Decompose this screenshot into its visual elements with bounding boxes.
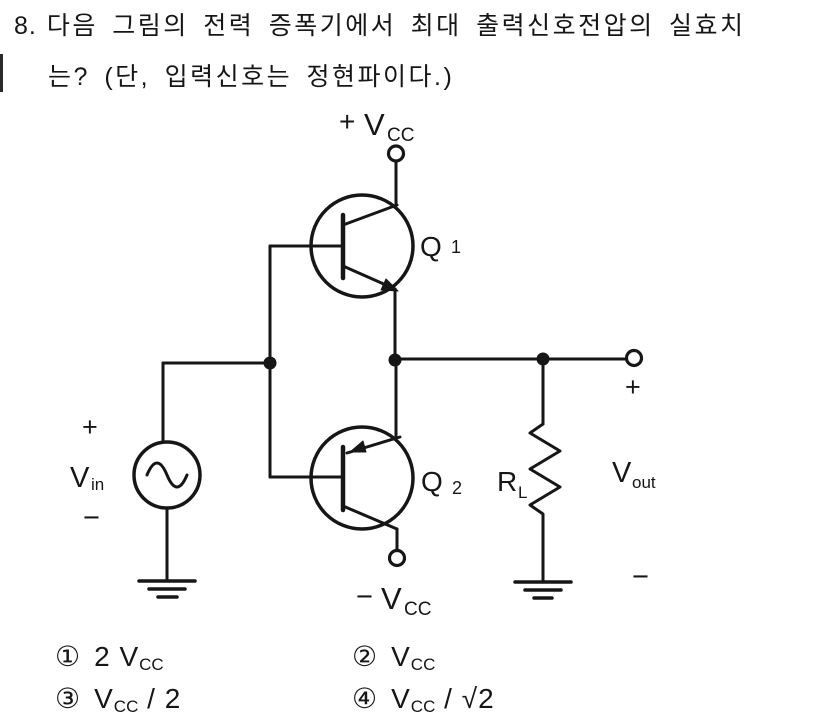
vout-label: V: [612, 457, 632, 489]
choice-4-base: V: [391, 683, 411, 714]
choice-2-formula: VCC: [391, 641, 435, 675]
vcc-top-label: V: [364, 107, 385, 142]
circuit-labels: + V CC Q 1 Q 2 R L + V in − − V CC + V o…: [70, 106, 656, 620]
terminal-vcc-bottom: [387, 548, 407, 568]
transistor-q1: [268, 193, 415, 299]
q2-collector-lead: [341, 504, 399, 531]
q2-circle: [309, 425, 415, 531]
vout-plus-sign: +: [625, 372, 641, 402]
sine-wave-icon: [145, 461, 189, 489]
choice-4-sub: CC: [410, 697, 436, 716]
vin-label: V: [70, 462, 90, 494]
choice-1-base: V: [119, 641, 140, 672]
vin-minus-sign: −: [83, 502, 100, 534]
ground-symbol-input: [137, 579, 197, 599]
choice-3-number-icon[interactable]: ③: [55, 682, 81, 715]
choice-3-post: / 2: [138, 683, 182, 714]
vcc-top-subscript: CC: [387, 125, 414, 146]
q2-subscript: 2: [452, 478, 462, 498]
question-line-2: 는? (단, 입력신호는 정현파이다.): [48, 63, 455, 91]
vin-plus-sign: +: [82, 412, 98, 442]
question-number: 8.: [14, 12, 37, 40]
ground-symbol-load: [513, 580, 573, 600]
choice-4[interactable]: ④ VCC / √2: [352, 682, 495, 717]
choice-3-formula: VCC / 2: [94, 683, 181, 717]
choice-2-number-icon[interactable]: ②: [352, 640, 378, 673]
vcc-top-sign: +: [339, 106, 355, 137]
rl-label: R: [497, 466, 517, 497]
q1-label: Q: [420, 231, 442, 262]
choice-3-sub: CC: [113, 697, 139, 716]
q2-emitter-arrow: [349, 440, 367, 453]
choice-4-formula: VCC / √2: [391, 683, 495, 717]
vout-subscript: out: [632, 473, 656, 492]
q2-label: Q: [421, 466, 443, 497]
scan-edge-mark: [0, 54, 3, 92]
choice-1-number-icon[interactable]: ①: [55, 640, 81, 673]
node-dot-input: [263, 356, 277, 370]
resistor-rl: [528, 422, 562, 584]
choice-4-post: / √2: [435, 683, 495, 714]
terminal-vcc-top: [386, 144, 406, 163]
rl-subscript: L: [518, 483, 527, 502]
choice-3-base: V: [94, 683, 114, 714]
sine-source: [132, 440, 202, 510]
choice-1[interactable]: ① 2 VCC: [55, 640, 164, 675]
q1-collector-lead: [341, 203, 399, 227]
q1-subscript: 1: [451, 237, 461, 257]
vcc-bottom-subscript: CC: [404, 599, 431, 620]
vin-subscript: in: [91, 475, 104, 494]
vcc-bottom-sign: −: [356, 581, 373, 613]
transistor-q2: [268, 425, 415, 531]
vcc-bottom-label: V: [381, 581, 402, 616]
choice-2-base: V: [391, 641, 411, 672]
question-text-line1: 다음 그림의 전력 증폭기에서 최대 출력신호전압의 실효치: [46, 12, 746, 40]
node-dot-emitters: [388, 353, 402, 367]
choice-4-number-icon[interactable]: ④: [352, 682, 378, 715]
choice-2-sub: CC: [410, 655, 436, 674]
choice-1-sub: CC: [139, 655, 164, 674]
choice-1-pre: 2: [94, 641, 120, 672]
q1-emitter-arrow: [380, 278, 399, 292]
question-line-1: 8. 다음 그림의 전력 증폭기에서 최대 출력신호전압의 실효치: [14, 6, 746, 42]
vout-minus-sign: −: [632, 561, 649, 593]
choice-2[interactable]: ② VCC: [352, 640, 435, 675]
choice-3[interactable]: ③ VCC / 2: [55, 682, 181, 717]
terminal-output: [624, 348, 644, 368]
choice-1-formula: 2 VCC: [94, 641, 164, 675]
